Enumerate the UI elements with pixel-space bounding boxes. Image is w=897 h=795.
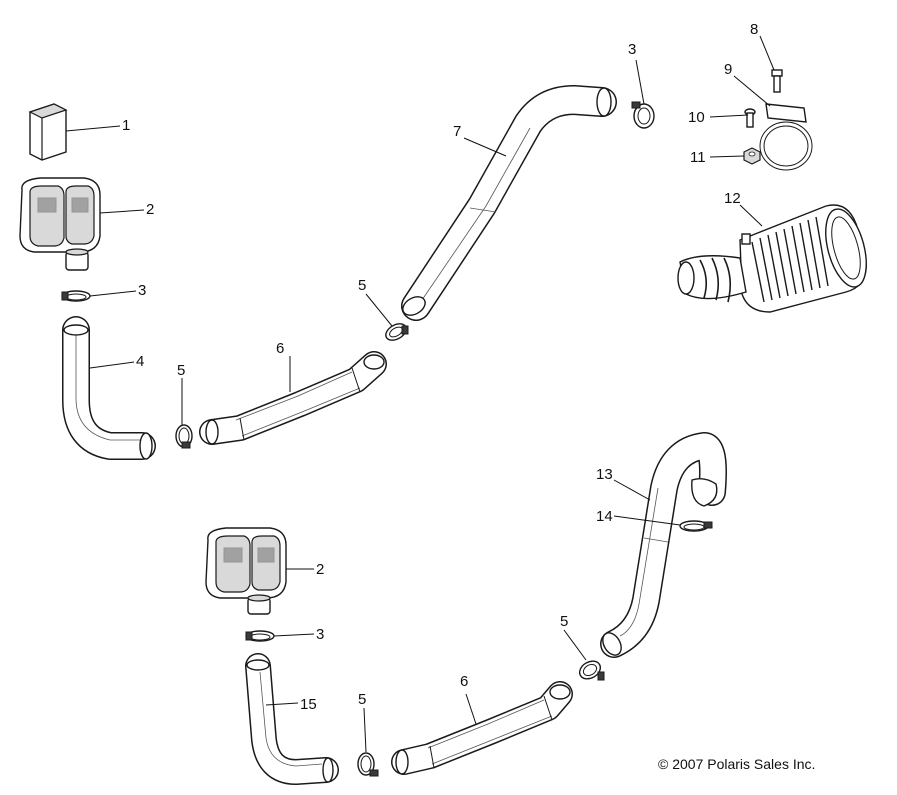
callout-labels: 1 2 3 4 5 5 6 7 3 5 8 9 10 11 12 13 14 2… <box>122 21 758 713</box>
callout-label: 4 <box>136 353 144 370</box>
callout-label: 3 <box>628 41 636 58</box>
part-11-nut <box>743 147 761 165</box>
callout-label: 14 <box>596 508 613 525</box>
callout-label: 15 <box>300 696 317 713</box>
callout-label: 1 <box>122 117 130 134</box>
callout-label: 5 <box>560 613 568 630</box>
part-5-clamp-middle <box>385 323 409 341</box>
callout-label: 13 <box>596 466 613 483</box>
part-2-airbox-bottom <box>205 527 287 615</box>
callout-label: 8 <box>750 21 758 38</box>
part-6-duct-lower <box>391 681 573 775</box>
part-5-clamp-right <box>578 660 605 681</box>
part-7-long-tube <box>401 85 617 321</box>
part-1-block <box>28 103 68 161</box>
callout-label: 3 <box>316 626 324 643</box>
callout-label: 9 <box>724 61 732 78</box>
part-14-clamp <box>679 520 713 532</box>
callout-label: 2 <box>146 201 154 218</box>
callout-label: 11 <box>690 149 706 166</box>
part-3-clamp-top-left <box>61 290 91 302</box>
callout-label: 5 <box>358 277 366 294</box>
callout-label: 6 <box>276 340 284 357</box>
part-6-duct-upper <box>199 351 387 445</box>
callout-label: 5 <box>177 362 185 379</box>
part-15-elbow-tube <box>245 653 339 785</box>
part-10-screw <box>744 108 756 128</box>
part-5-clamp-bottom <box>357 752 379 777</box>
part-12-air-filter-assembly <box>677 204 867 313</box>
part-13-right-tube <box>600 432 727 658</box>
part-9-bracket-strap <box>759 103 813 171</box>
part-3-clamp-bottom <box>245 630 275 642</box>
callout-label: 6 <box>460 673 468 690</box>
callout-label: 3 <box>138 282 146 299</box>
leader-lines <box>65 35 775 753</box>
copyright-notice: © 2007 Polaris Sales Inc. <box>658 756 815 772</box>
part-3-clamp-top-right <box>631 101 655 129</box>
part-2-airbox-top <box>19 177 101 271</box>
part-8-bolt <box>771 69 783 93</box>
part-4-elbow-tube <box>62 316 156 460</box>
callout-label: 12 <box>724 190 741 207</box>
callout-label: 7 <box>453 123 461 140</box>
part-5-clamp-left <box>175 424 193 449</box>
callout-label: 10 <box>688 109 705 126</box>
callout-label: 5 <box>358 691 366 708</box>
callout-label: 2 <box>316 561 324 578</box>
